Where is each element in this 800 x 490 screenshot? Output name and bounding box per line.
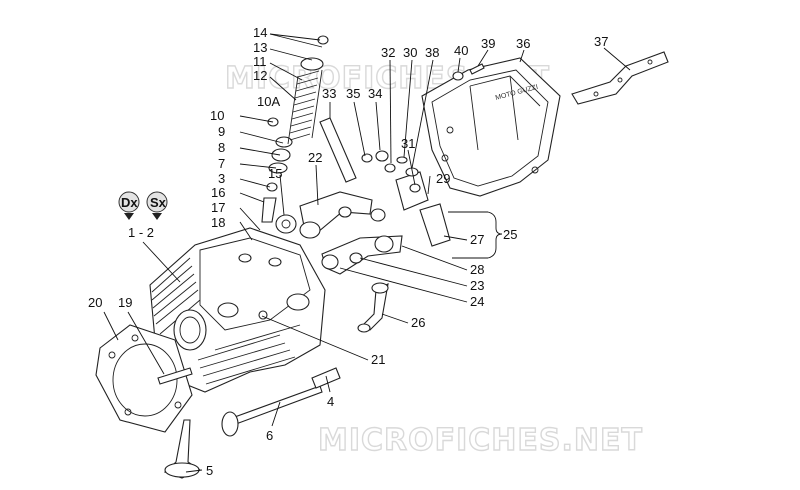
label-25: 25 <box>503 227 517 242</box>
leader-lines <box>103 33 631 473</box>
valve-exhaust <box>163 419 202 479</box>
svg-text:Sx: Sx <box>150 195 167 210</box>
label-9: 9 <box>218 124 225 139</box>
label-13: 13 <box>253 40 267 55</box>
valve-guide <box>311 367 341 389</box>
label-11: 11 <box>253 54 267 69</box>
label-14: 14 <box>253 25 267 40</box>
label-30: 30 <box>403 45 417 60</box>
stud <box>157 367 193 385</box>
svg-text:Dx: Dx <box>121 195 138 210</box>
label-8: 8 <box>218 140 225 155</box>
valve-intake <box>221 385 323 437</box>
rocker-shaft-support <box>361 150 451 247</box>
oil-line <box>357 282 389 333</box>
pushrod <box>319 117 357 183</box>
label-16: 16 <box>211 185 225 200</box>
valve-spring-stack <box>261 35 329 234</box>
label-39: 39 <box>481 36 495 51</box>
cover-bracket <box>571 51 669 105</box>
label-22: 22 <box>308 150 322 165</box>
label-26: 26 <box>411 315 425 330</box>
side-marker-sx: Sx <box>146 191 168 220</box>
label-18: 18 <box>211 215 225 230</box>
label-15: 15 <box>268 166 282 181</box>
label-3: 3 <box>218 171 225 186</box>
label-19: 19 <box>118 295 132 310</box>
watermark-bottom: MICROFICHES.NET <box>318 423 643 458</box>
label-28: 28 <box>470 262 484 277</box>
label-36: 36 <box>516 36 530 51</box>
label-17: 17 <box>211 200 225 215</box>
label-31: 31 <box>401 136 415 151</box>
label-10: 10 <box>210 108 224 123</box>
label-32: 32 <box>381 45 395 60</box>
valve-cover: MOTO GUZZI <box>421 57 561 197</box>
label-5: 5 <box>206 463 213 478</box>
label-37: 37 <box>594 34 608 49</box>
label-10A: 10A <box>257 94 280 109</box>
label-27: 27 <box>470 232 484 247</box>
label-34: 34 <box>368 86 382 101</box>
side-marker-dx: Dx <box>118 191 140 220</box>
label-7: 7 <box>218 156 225 171</box>
label-4: 4 <box>327 394 334 409</box>
label-24: 24 <box>470 294 484 309</box>
label-35: 35 <box>346 86 360 101</box>
rocker-arms <box>299 191 403 275</box>
part-labels: 14 13 11 12 10A 10 9 8 7 3 16 17 18 15 2… <box>88 25 608 478</box>
label-21: 21 <box>371 352 385 367</box>
range-label: 1 - 2 <box>128 225 154 240</box>
label-23: 23 <box>470 278 484 293</box>
label-33: 33 <box>322 86 336 101</box>
label-12: 12 <box>253 68 267 83</box>
label-6: 6 <box>266 428 273 443</box>
label-20: 20 <box>88 295 102 310</box>
label-29: 29 <box>436 171 450 186</box>
label-40: 40 <box>454 43 468 58</box>
label-38: 38 <box>425 45 439 60</box>
cylinder-head <box>149 227 326 393</box>
cover-screws <box>452 63 485 81</box>
